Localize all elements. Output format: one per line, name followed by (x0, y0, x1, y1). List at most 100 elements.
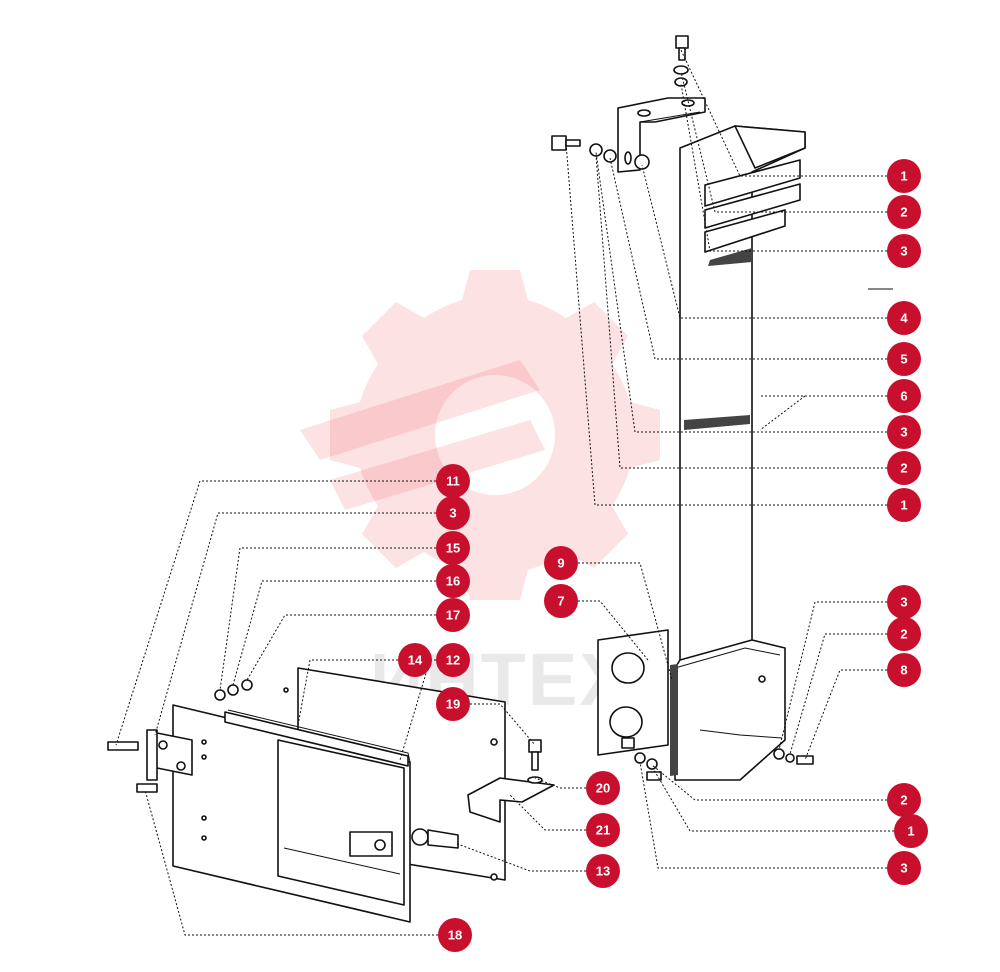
callout-circle (894, 814, 928, 848)
callout-12[interactable]: 12 (436, 643, 470, 677)
callout-4[interactable]: 4 (887, 301, 921, 335)
left-bolt-stack (551, 135, 650, 170)
callout-label: 14 (408, 653, 423, 668)
callout-3[interactable]: 3 (887, 851, 921, 885)
callout-8[interactable]: 8 (887, 653, 921, 687)
leader-line-7 (595, 151, 887, 433)
callout-13[interactable]: 13 (586, 854, 620, 888)
latch (411, 828, 459, 849)
callout-label: 6 (900, 389, 907, 404)
callout-label: 1 (900, 498, 907, 513)
right-bolt-stack (773, 748, 814, 765)
callout-2[interactable]: 2 (887, 617, 921, 651)
leader-line-2 (680, 71, 887, 213)
callout-label: 1 (900, 169, 907, 184)
callout-label: 3 (900, 595, 907, 610)
callout-20[interactable]: 20 (586, 771, 620, 805)
callout-label: 4 (900, 311, 908, 326)
callout-label: 3 (900, 861, 907, 876)
callout-1[interactable]: 1 (887, 488, 921, 522)
callout-label: 20 (596, 781, 610, 796)
callout-18[interactable]: 18 (438, 918, 472, 952)
callout-circle (887, 617, 921, 651)
leader-line-21 (232, 580, 436, 686)
callout-6[interactable]: 6 (887, 379, 921, 413)
callout-14[interactable]: 14 (398, 643, 432, 677)
callout-circle (887, 783, 921, 817)
callout-19[interactable]: 19 (436, 687, 470, 721)
callout-circle (436, 464, 470, 498)
callout-label: 3 (900, 425, 907, 440)
callout-3[interactable]: 3 (887, 585, 921, 619)
leader-line-16 (578, 562, 673, 681)
callout-circle (436, 564, 470, 598)
leader-line-9 (565, 142, 887, 506)
callout-11[interactable]: 11 (436, 464, 470, 498)
callout-label: 15 (446, 541, 460, 556)
callout-2[interactable]: 2 (887, 783, 921, 817)
callout-circle (436, 687, 470, 721)
callout-circle (438, 918, 472, 952)
callout-15[interactable]: 15 (436, 531, 470, 565)
leader-line-15 (639, 761, 887, 869)
callout-circle (887, 585, 921, 619)
leader-lines (115, 49, 894, 936)
leader-line-17 (578, 600, 649, 661)
callout-label: 9 (557, 556, 564, 571)
callout-3[interactable]: 3 (887, 234, 921, 268)
leader-line-10 (778, 601, 887, 751)
callout-circle (586, 854, 620, 888)
callout-circle (436, 643, 470, 677)
callout-label: 3 (900, 244, 907, 259)
leader-line-27 (509, 794, 586, 831)
leader-line-6 (759, 395, 887, 431)
callout-label: 8 (900, 663, 907, 678)
callout-5[interactable]: 5 (887, 342, 921, 376)
leader-line-22 (246, 614, 436, 681)
callout-label: 5 (900, 352, 907, 367)
callout-3[interactable]: 3 (436, 496, 470, 530)
vertical-post (679, 125, 806, 661)
callout-circle (887, 379, 921, 413)
callout-label: 2 (900, 461, 907, 476)
callout-circle (887, 234, 921, 268)
callout-label: 18 (448, 928, 462, 943)
callout-1[interactable]: 1 (894, 814, 928, 848)
callout-7[interactable]: 7 (544, 584, 578, 618)
front-door-panel (172, 687, 411, 923)
callout-2[interactable]: 2 (887, 451, 921, 485)
callout-circle (436, 496, 470, 530)
leader-line-28 (454, 842, 586, 872)
callout-label: 13 (596, 864, 610, 879)
mounting-plate (597, 629, 669, 756)
callout-21[interactable]: 21 (586, 813, 620, 847)
callout-1[interactable]: 1 (887, 159, 921, 193)
leader-line-19 (154, 512, 436, 736)
watermark-gear-icon (300, 270, 660, 600)
callout-label: 12 (446, 653, 460, 668)
callout-circle (544, 546, 578, 580)
leader-line-1 (680, 49, 887, 177)
callout-2[interactable]: 2 (887, 195, 921, 229)
callout-3[interactable]: 3 (887, 415, 921, 449)
callout-16[interactable]: 16 (436, 564, 470, 598)
callout-17[interactable]: 17 (436, 598, 470, 632)
leader-line-14 (653, 769, 894, 832)
callout-circle (887, 342, 921, 376)
leader-line-29 (144, 789, 438, 936)
callout-circle (586, 771, 620, 805)
callout-label: 16 (446, 574, 460, 589)
leader-line-13 (651, 764, 887, 801)
callout-9[interactable]: 9 (544, 546, 578, 580)
leader-line-25 (470, 703, 536, 746)
top-mounting-bracket (617, 97, 706, 173)
callout-circle (887, 653, 921, 687)
leader-line-5 (609, 157, 887, 360)
leader-line-12 (804, 669, 887, 761)
leader-line-18 (115, 480, 436, 746)
callout-circle (586, 813, 620, 847)
leader-line-26 (534, 777, 586, 789)
